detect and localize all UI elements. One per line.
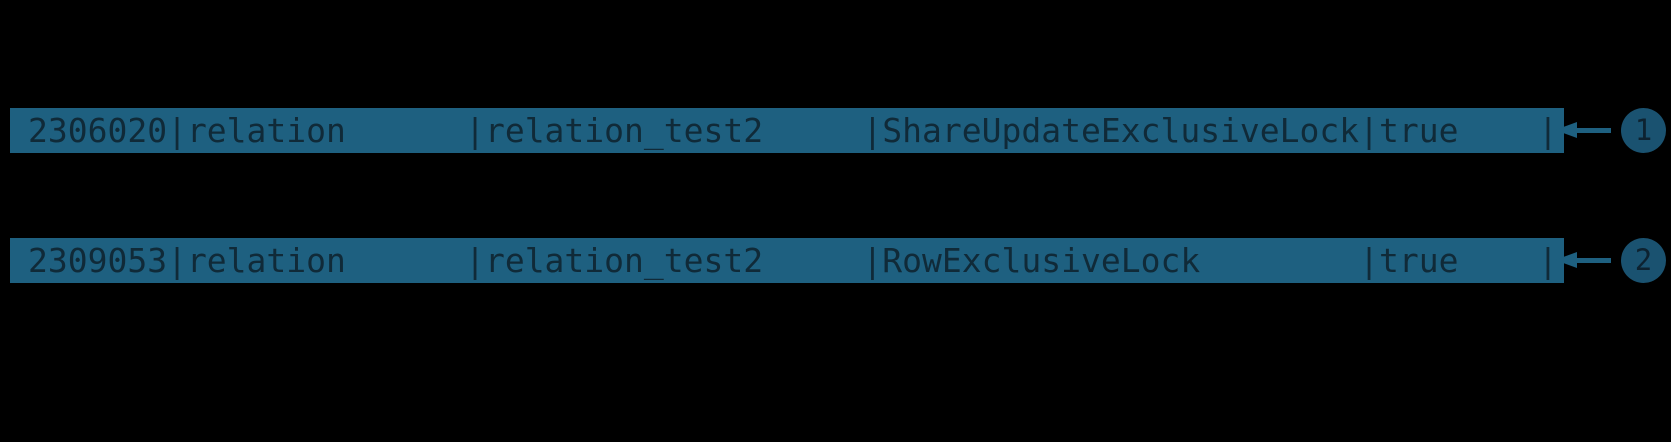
arrow-shaft <box>1576 128 1611 133</box>
arrow-left-icon <box>1555 252 1577 268</box>
lock-row-2-text: 2309053|relation |relation_test2 |RowExc… <box>28 241 1558 280</box>
callout-badge-2: 2 <box>1621 238 1666 283</box>
callout-badge-1: 1 <box>1621 108 1666 153</box>
lock-row-1-text: 2306020|relation |relation_test2 |ShareU… <box>28 111 1558 150</box>
lock-row-2: 2309053|relation |relation_test2 |RowExc… <box>10 238 1564 283</box>
callout-badge-2-number: 2 <box>1634 243 1653 277</box>
arrow-left-icon <box>1555 122 1577 138</box>
arrow-shaft <box>1576 258 1611 263</box>
callout-badge-1-number: 1 <box>1634 113 1653 147</box>
lock-row-1: 2306020|relation |relation_test2 |ShareU… <box>10 108 1564 153</box>
